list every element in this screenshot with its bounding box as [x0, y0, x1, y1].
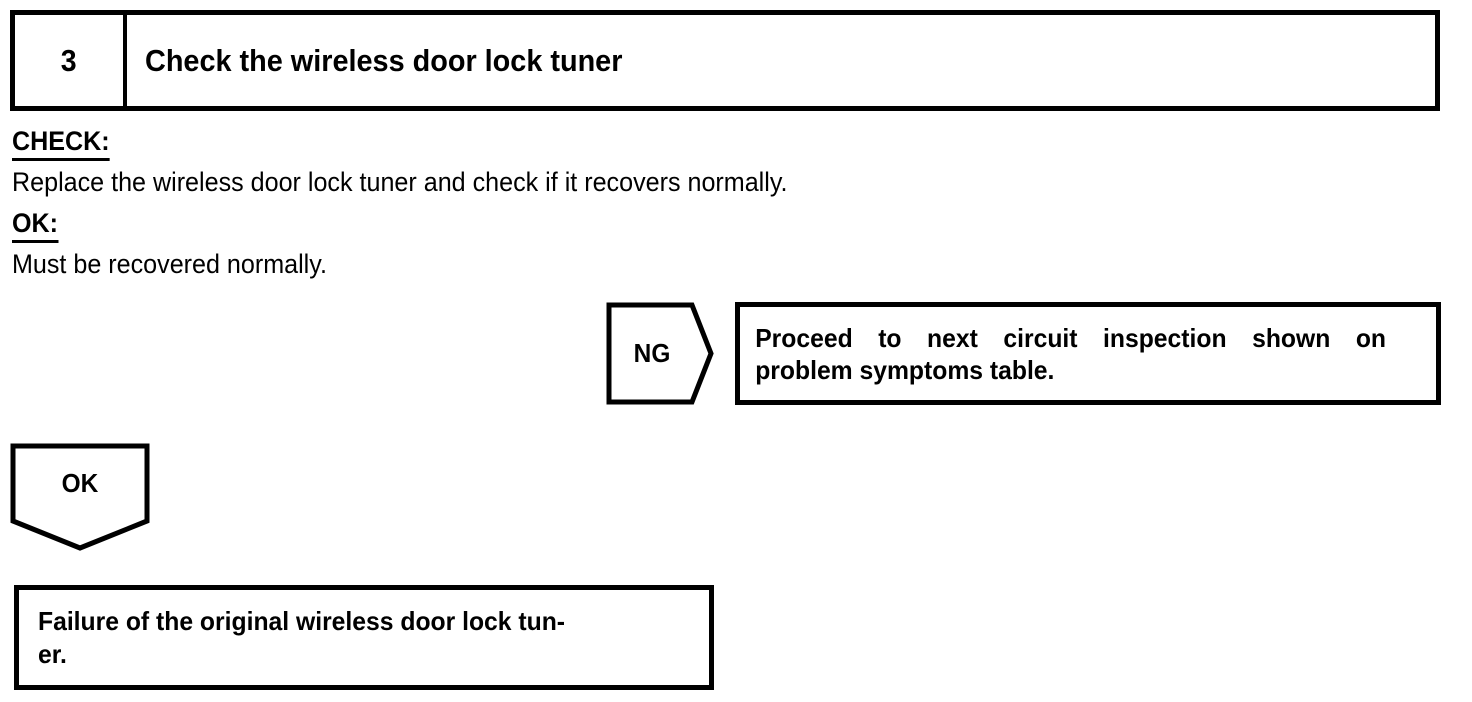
step-number: 3 — [61, 42, 77, 78]
check-description: Replace the wireless door lock tuner and… — [12, 167, 788, 197]
ng-result-text: Proceed to next circuit inspection shown… — [740, 322, 1401, 386]
ok-result-text: Failure of the original wireless door lo… — [19, 605, 675, 671]
step-number-cell: 3 — [15, 15, 127, 106]
ng-result-box: Proceed to next circuit inspection shown… — [735, 302, 1441, 405]
ok-label-row: OK: — [12, 206, 1312, 243]
ok-description: Must be recovered normally. — [12, 249, 327, 279]
ng-result-line-1: Proceed to next circuit inspection shown… — [755, 322, 1386, 353]
ok-arrow-down-icon — [10, 443, 150, 551]
ng-result-line-2: problem symptoms table. — [755, 354, 1055, 385]
step-detail-block: CHECK: Replace the wireless door lock tu… — [12, 124, 1312, 283]
ng-arrow-label: NG — [633, 338, 671, 368]
check-label-row: CHECK: — [12, 124, 1312, 161]
step-header-box: 3 Check the wireless door lock tuner — [10, 10, 1440, 111]
check-label: CHECK: — [12, 124, 110, 161]
ok-label: OK: — [12, 206, 59, 243]
step-title-cell: Check the wireless door lock tuner — [127, 15, 1435, 106]
ok-result-box: Failure of the original wireless door lo… — [14, 585, 714, 690]
step-title: Check the wireless door lock tuner — [145, 42, 623, 78]
ok-result-line-1: Failure of the original wireless door lo… — [38, 605, 566, 636]
ng-arrow-right-icon — [606, 302, 714, 405]
ok-result-line-2: er. — [38, 638, 67, 669]
ok-arrow-label: OK — [61, 467, 99, 498]
